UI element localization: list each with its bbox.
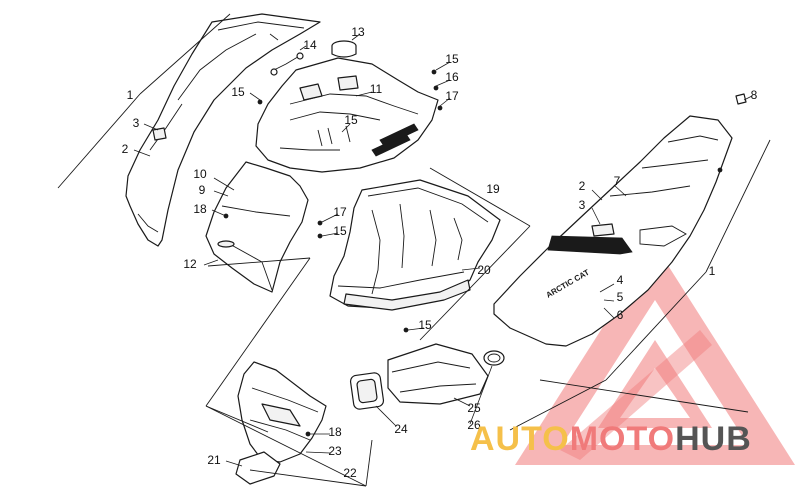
watermark-text: AUTOMOTOHUB — [470, 420, 752, 458]
callout-c16: 16 — [445, 70, 459, 84]
callout-c18b: 18 — [328, 425, 342, 439]
nose-cone — [205, 161, 309, 293]
callout-c21: 21 — [207, 453, 221, 467]
callout-c26: 26 — [467, 418, 481, 432]
callout-c8: 8 — [751, 88, 758, 102]
left-side-panel — [125, 13, 321, 247]
watermark-inner-triangle-icon — [598, 340, 712, 428]
storage-tray — [329, 179, 501, 311]
callout-c5: 5 — [617, 290, 624, 304]
callout-c22: 22 — [343, 466, 357, 480]
callout-c2a: 2 — [122, 142, 129, 156]
callout-c18a: 18 — [193, 202, 207, 216]
callout-c20: 20 — [477, 263, 491, 277]
callout-c25: 25 — [467, 401, 481, 415]
callout-c15e: 15 — [418, 318, 432, 332]
callout-c11: 11 — [370, 82, 383, 96]
callout-c15a: 15 — [231, 85, 245, 99]
callout-c7: 7 — [614, 174, 621, 188]
callout-c19: 19 — [486, 182, 500, 196]
callout-c1b: 1 — [709, 264, 716, 278]
callout-c3b: 3 — [579, 198, 586, 212]
upper-hood — [255, 57, 439, 173]
callout-c14: 14 — [303, 38, 317, 52]
air-intake-assembly — [235, 343, 505, 485]
callout-c1a: 1 — [127, 88, 134, 102]
callout-c17a: 17 — [445, 89, 459, 103]
callout-c15d: 15 — [333, 224, 347, 238]
fasteners — [223, 69, 723, 437]
wire-connector — [270, 45, 307, 76]
callout-c23: 23 — [328, 444, 342, 458]
hood-cap — [331, 33, 361, 58]
watermark-text-moto: MOTO — [570, 420, 675, 458]
callout-c24: 24 — [394, 422, 408, 436]
callout-c10: 10 — [193, 167, 207, 181]
leader-lines — [133, 61, 627, 467]
watermark-text-auto: AUTO — [470, 420, 570, 458]
callout-c13: 13 — [351, 25, 365, 39]
callout-c15b: 15 — [344, 113, 358, 127]
callout-c12: 12 — [183, 257, 197, 271]
group-brackets — [57, 13, 771, 487]
callout-c17b: 17 — [333, 205, 347, 219]
watermark-triangle-icon — [515, 245, 795, 465]
callout-c2b: 2 — [579, 179, 586, 193]
right-side-panel: ARCTIC CAT — [493, 93, 753, 347]
callout-c4: 4 — [617, 273, 624, 287]
callout-c6: 6 — [617, 308, 624, 322]
callout-c9: 9 — [199, 183, 206, 197]
watermark-text-hub: HUB — [675, 420, 752, 458]
callout-c15c: 15 — [445, 52, 459, 66]
callout-c3a: 3 — [133, 116, 140, 130]
